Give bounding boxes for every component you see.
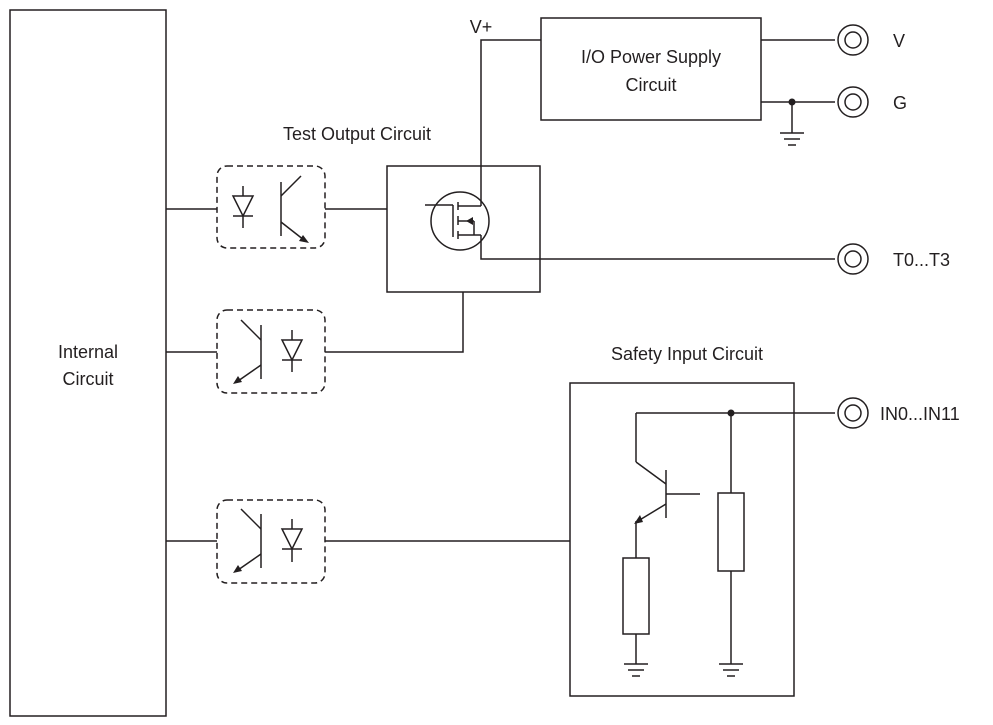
power-supply-label-line1: I/O Power Supply [581,47,721,67]
photocoupler-1-led-triangle [231,195,255,218]
internal-wiring [166,208,217,542]
photocoupler-1-enclosure [216,165,326,249]
terminal-g-outer-icon [837,86,869,118]
internal-circuit-label-line1: Internal [58,342,118,362]
terminal-v-inner-icon [844,31,862,49]
photocoupler-2-enclosure [216,309,326,394]
power-supply-label-line2: Circuit [625,75,676,95]
terminal-in0-in11: IN0...IN11 [837,397,960,429]
photocoupler-3-emitter [237,553,262,571]
photocoupler-2-led-triangle [280,339,304,362]
safety-input-circuit-label: Safety Input Circuit [611,344,763,364]
emitter-resistor [622,557,650,635]
terminal-t-outer-icon [837,243,869,275]
terminal-in-outer-icon [837,397,869,429]
safety-input-circuit: Safety Input Circuit [325,344,835,697]
photocoupler-output-1 [216,165,326,249]
terminal-g: G [837,86,907,118]
io-power-supply-circuit: I/O Power Supply Circuit [540,17,835,146]
ground-icon [719,663,743,677]
transistor-collector [635,461,667,485]
photocoupler-3-led-triangle [280,528,304,551]
photocoupler-1-emitter-arrow [299,235,309,243]
test-output-circuit-label: Test Output Circuit [283,124,431,144]
terminal-t0-t3: T0...T3 [837,243,950,275]
terminal-t-label: T0...T3 [893,250,950,270]
terminal-g-label: G [893,93,907,113]
photocoupler-3-enclosure [216,499,326,584]
test-output-circuit-box [386,165,541,293]
photocoupler-2-emitter [237,364,262,382]
photocoupler-2-emitter-arrow [233,376,242,384]
ground-icon [780,132,804,146]
internal-circuit-label-line2: Circuit [62,369,113,389]
internal-circuit-block: Internal Circuit [9,9,167,717]
test-output-circuit: Test Output Circuit V+ [283,17,835,353]
photocoupler-input-3 [216,499,326,584]
mosfet-envelope [430,191,490,251]
pulldown-resistor [717,492,745,572]
vplus-label: V+ [470,17,493,37]
wire-test-output-to-coupler-2 [325,292,464,353]
internal-circuit-box [9,9,167,717]
terminal-t-inner-icon [844,250,862,268]
transistor-emitter [637,503,667,522]
power-supply-box [540,17,762,121]
safety-input-circuit-box [569,382,795,697]
terminal-in-inner-icon [844,404,862,422]
photocoupler-1-emitter [280,221,305,241]
ground-icon [624,663,648,677]
photocoupler-1-collector [280,175,302,197]
terminal-v-label: V [893,31,905,51]
mosfet-body-arrow [466,217,473,225]
photocoupler-2-collector [240,319,262,341]
wire-vplus-rail [480,39,541,206]
photocoupler-3-collector [240,508,262,530]
photocoupler-feedback-2 [216,309,326,394]
terminal-v: V [837,24,905,56]
photocoupler-3-emitter-arrow [233,565,242,573]
wire-mosfet-to-t-terminal [480,235,835,260]
terminal-g-inner-icon [844,93,862,111]
terminal-v-outer-icon [837,24,869,56]
terminal-in-label: IN0...IN11 [880,404,960,424]
